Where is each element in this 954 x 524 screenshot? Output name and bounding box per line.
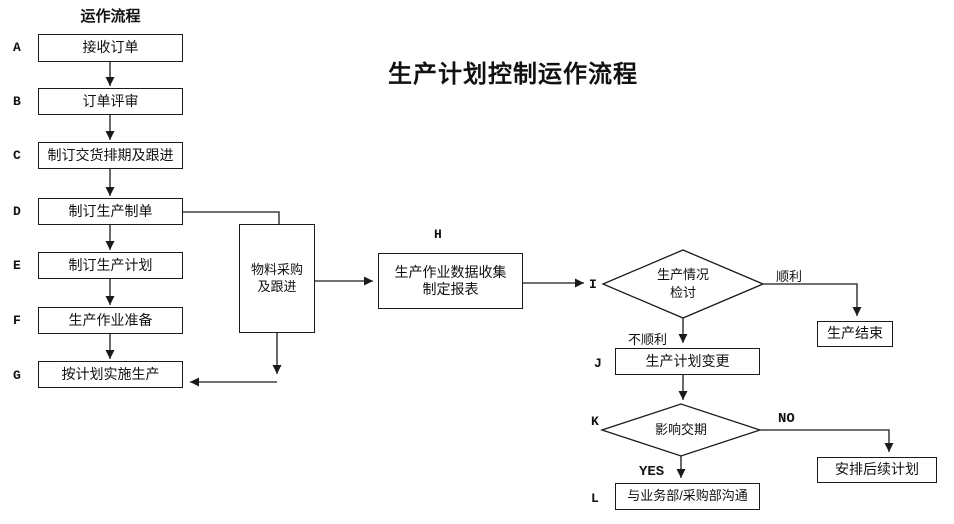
step-label: 生产作业准备 — [68, 311, 153, 328]
step-box-production-order: 制订生产制单 — [38, 198, 183, 225]
step-box-receive-order: 接收订单 — [38, 34, 183, 62]
step-letter-g: G — [13, 368, 21, 383]
production-end-label: 生产结束 — [827, 325, 883, 342]
plan-change-box: 生产计划变更 — [615, 348, 760, 375]
decision-k-text: 影响交期 — [621, 417, 741, 443]
connector-i-end — [763, 283, 862, 316]
step-box-delivery-schedule: 制订交货排期及跟进 — [38, 142, 183, 169]
step-letter-h: H — [434, 227, 442, 242]
step-box-production-prep: 生产作业准备 — [38, 307, 183, 334]
step-letter-j: J — [594, 356, 602, 371]
branch-label-no: NO — [778, 411, 795, 427]
plan-change-label: 生产计划变更 — [645, 352, 730, 369]
connector-k-followup — [760, 429, 894, 452]
step-letter-c: C — [13, 148, 21, 163]
followup-plan-label: 安排后续计划 — [835, 461, 919, 478]
step-label: 订单评审 — [82, 92, 139, 109]
step-box-order-review: 订单评审 — [38, 88, 183, 115]
data-collection-line2: 制定报表 — [422, 281, 479, 297]
step-label: 接收订单 — [82, 39, 139, 56]
step-box-execute-production: 按计划实施生产 — [38, 361, 183, 388]
decision-diamond-i — [601, 249, 765, 319]
communicate-box: 与业务部/采购部沟通 — [615, 483, 760, 510]
step-letter-b: B — [13, 94, 21, 109]
step-letter-e: E — [13, 258, 21, 273]
decision-i-line1: 生产情况 — [656, 266, 709, 282]
data-collection-box: 生产作业数据收集 制定报表 — [378, 253, 523, 309]
step-label: 制订生产制单 — [68, 202, 153, 219]
step-letter-i: I — [589, 277, 597, 292]
decision-i-line2: 检讨 — [669, 285, 696, 300]
materials-purchase-box: 物料采购 及跟进 — [239, 224, 315, 333]
followup-plan-box: 安排后续计划 — [817, 457, 937, 483]
page-title: 生产计划控制运作流程 — [388, 61, 638, 88]
decision-diamond-k — [599, 403, 763, 457]
materials-line1: 物料采购 — [250, 262, 303, 278]
step-label: 制订交货排期及跟进 — [47, 146, 174, 163]
step-letter-l: L — [591, 491, 599, 506]
materials-line2: 及跟进 — [257, 278, 297, 294]
data-collection-line1: 生产作业数据收集 — [394, 263, 507, 280]
column-title: 运作流程 — [80, 8, 141, 25]
step-letter-d: D — [13, 204, 21, 219]
branch-label-not-smooth: 不顺利 — [628, 332, 668, 347]
step-letter-k: K — [591, 414, 599, 429]
branch-label-smooth: 顺利 — [776, 269, 803, 284]
step-label: 按计划实施生产 — [61, 365, 160, 382]
decision-k-label: 影响交期 — [654, 421, 707, 437]
step-letter-f: F — [13, 313, 21, 328]
decision-i-text: 生产情况 检讨 — [623, 256, 743, 312]
connector-d-materials — [183, 211, 280, 224]
step-label: 制订生产计划 — [68, 256, 153, 273]
step-letter-a: A — [13, 40, 21, 55]
step-box-production-plan: 制订生产计划 — [38, 252, 183, 279]
production-end-box: 生产结束 — [817, 321, 893, 347]
communicate-label: 与业务部/采购部沟通 — [627, 488, 748, 504]
branch-label-yes: YES — [639, 464, 665, 480]
